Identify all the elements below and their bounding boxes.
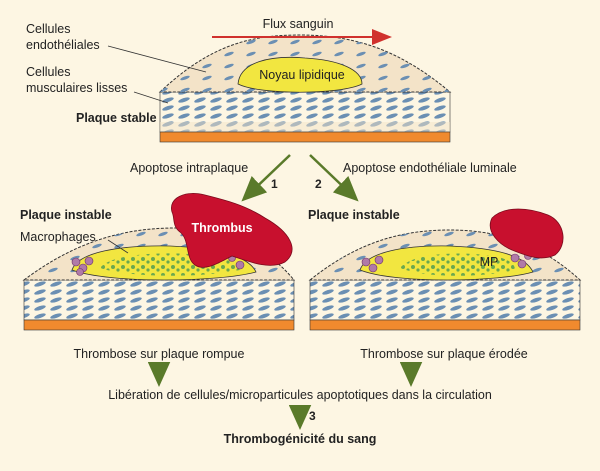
- macrophage-cluster-right: [361, 252, 532, 273]
- step3-number: 3: [309, 409, 316, 423]
- liberation-label: Libération de cellules/microparticules a…: [108, 388, 492, 402]
- ruptured-plaque: Thrombus: [22, 193, 296, 331]
- unstable-plaque-right-label: Plaque instable: [308, 208, 400, 222]
- step2-number: 2: [315, 177, 322, 191]
- arrow-step2: [309, 154, 359, 202]
- thrombosis-rupture-label: Thrombose sur plaque rompue: [74, 347, 245, 361]
- endothelial-label-line2: endothéliales: [26, 38, 100, 52]
- thrombus: [171, 193, 293, 268]
- apoptosis-endothelial-label: Apoptose endothéliale luminale: [343, 161, 517, 175]
- result-label: Thrombogénicité du sang: [224, 432, 377, 446]
- lipid-core: [237, 57, 363, 93]
- arrow-step1: [241, 154, 291, 202]
- unstable-plaque-left-label: Plaque instable: [20, 208, 112, 222]
- thrombus-label: Thrombus: [191, 221, 252, 235]
- flow-label: Flux sanguin: [263, 17, 334, 31]
- macrophages-pointer: [107, 239, 129, 254]
- stable-plaque: Noyau lipidique: [158, 34, 452, 143]
- endothelial-pointer: [107, 45, 207, 73]
- smooth-muscle-pointer: [133, 91, 169, 104]
- macrophages-label: Macrophages: [20, 230, 96, 244]
- stable-plaque-label: Plaque stable: [76, 111, 157, 125]
- lipid-core-label: Noyau lipidique: [259, 68, 345, 82]
- step1-number: 1: [271, 177, 278, 191]
- smooth-muscle-label-line1: Cellules: [26, 65, 70, 79]
- eroded-plaque: MP: [308, 208, 582, 331]
- adventitia-layer: [159, 131, 451, 143]
- apoptosis-intraplaque-label: Apoptose intraplaque: [130, 161, 248, 175]
- endothelial-label-line1: Cellules: [26, 22, 70, 36]
- eroded-thrombus: [489, 208, 564, 259]
- mp-label: MP: [480, 255, 499, 269]
- smooth-muscle-label-line2: musculaires lisses: [26, 81, 127, 95]
- thrombosis-erosion-label: Thrombose sur plaque érodée: [360, 347, 528, 361]
